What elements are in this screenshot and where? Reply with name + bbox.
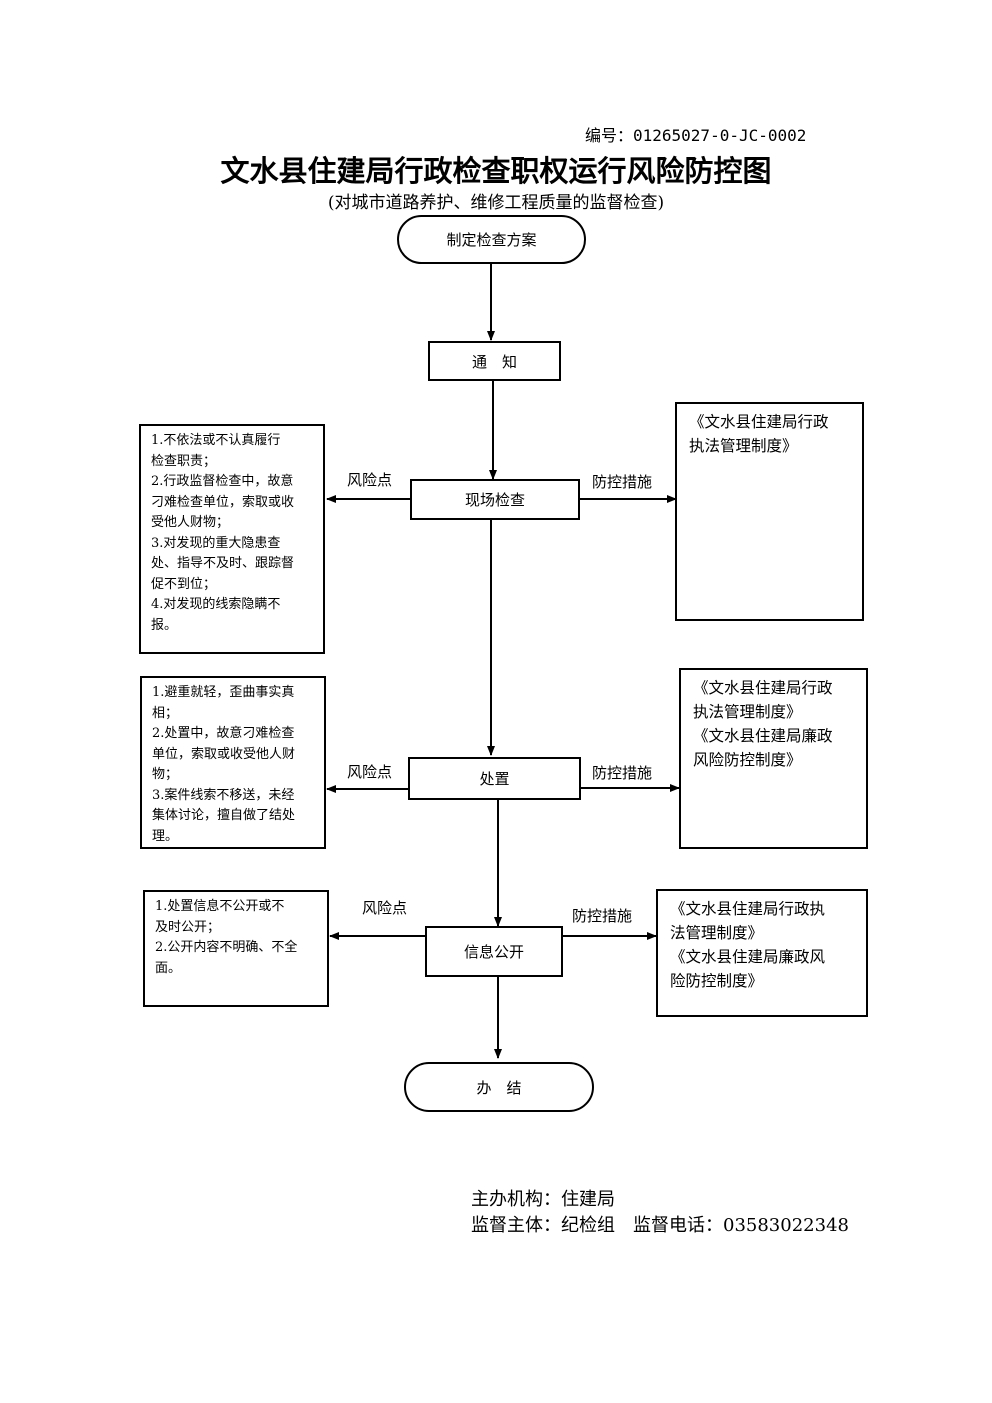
flow-node-inspect-label: 现场检查 [464,491,525,509]
measure-line: 法管理制度》 [670,924,764,942]
measure-box-handle: 《文水县住建局行政 执法管理制度》 《文水县住建局廉政 风险防控制度》 [679,668,868,849]
flow-node-publish-label: 信息公开 [463,943,524,961]
measure-line: 《文水县住建局廉政风 [670,948,826,966]
risk-line: 1.避重就轻，歪曲事实真 [152,685,295,700]
flow-node-publish: 信息公开 [425,926,563,977]
measure-line: 执法管理制度》 [689,437,798,455]
flow-node-handle-label: 处置 [479,770,510,788]
risk-line: 检查职责； [151,453,217,469]
risk-line: 1.处置信息不公开或不 [155,899,285,914]
risk-line: 面。 [155,960,182,976]
risk-line: 处、指导不及时、跟踪督 [151,556,295,571]
risk-point-label-inspect: 风险点 [347,471,393,489]
risk-line: 物； [152,767,179,782]
risk-line: 相； [152,705,179,721]
control-measure-label-publish: 防控措施 [572,907,633,925]
page-subtitle: (对城市道路养护、维修工程质量的监督检查) [327,193,665,213]
flow-node-inspect: 现场检查 [410,479,580,520]
risk-line: 理。 [152,828,179,844]
measure-line: 《文水县住建局行政执 [670,900,826,918]
risk-line: 集体讨论，擅自做了结处 [152,808,296,823]
risk-line: 1.不依法或不认真履行 [151,433,281,448]
measure-box-publish: 《文水县住建局行政执 法管理制度》 《文水县住建局廉政风 险防控制度》 [656,889,868,1017]
measure-line: 险防控制度》 [670,972,764,990]
flow-node-start: 制定检查方案 [397,215,586,264]
flow-node-notify-label: 通 知 [471,352,517,371]
footer-supervisor: 监督主体：纪检组 监督电话：03583022348 [471,1215,849,1236]
risk-line: 及时公开； [155,919,221,935]
risk-line: 3.对发现的重大隐患查 [151,535,281,551]
control-measure-label-handle: 防控措施 [592,764,653,782]
flow-node-handle: 处置 [408,757,581,800]
measure-line: 《文水县住建局行政 [689,413,829,431]
risk-line: 促不到位； [151,576,217,592]
risk-line: 2.行政监督检查中，故意 [151,474,294,489]
risk-line: 2.公开内容不明确、不全 [155,940,298,955]
control-measure-label-inspect: 防控措施 [592,473,653,491]
measure-line: 《文水县住建局廉政 [693,727,833,745]
risk-point-label-handle: 风险点 [347,763,393,781]
flow-node-start-label: 制定检查方案 [446,231,537,249]
footer-organizer: 主办机构：住建局 [471,1189,615,1210]
risk-box-handle: 1.避重就轻，歪曲事实真 相； 2.处置中，故意刁难检查 单位，索取或收受他人财… [140,676,326,849]
risk-line: 2.处置中，故意刁难检查 [152,726,295,741]
measure-box-inspect: 《文水县住建局行政 执法管理制度》 [675,402,864,621]
risk-line: 受他人财物； [151,515,230,530]
risk-point-label-publish: 风险点 [362,899,408,917]
measure-line: 执法管理制度》 [693,703,802,721]
page-title: 文水县住建局行政检查职权运行风险防控图 [220,154,772,188]
flow-node-end-label: 办 结 [476,1078,522,1097]
risk-line: 刁难检查单位，索取或收 [151,494,295,510]
risk-line: 4.对发现的线索隐瞒不 [151,597,281,612]
risk-line: 单位，索取或收受他人财 [152,746,296,762]
measure-line: 《文水县住建局行政 [693,679,833,697]
risk-line: 3.案件线索不移送，未经 [152,787,295,803]
risk-line: 报。 [151,617,178,633]
risk-box-inspect: 1.不依法或不认真履行 检查职责； 2.行政监督检查中，故意 刁难检查单位，索取… [139,424,325,654]
document-number: 编号：01265027-0-JC-0002 [585,126,807,145]
flow-node-notify: 通 知 [428,341,561,381]
measure-line: 风险防控制度》 [693,751,802,769]
risk-box-publish: 1.处置信息不公开或不 及时公开； 2.公开内容不明确、不全 面。 [143,890,329,1007]
flow-node-end: 办 结 [404,1062,594,1112]
